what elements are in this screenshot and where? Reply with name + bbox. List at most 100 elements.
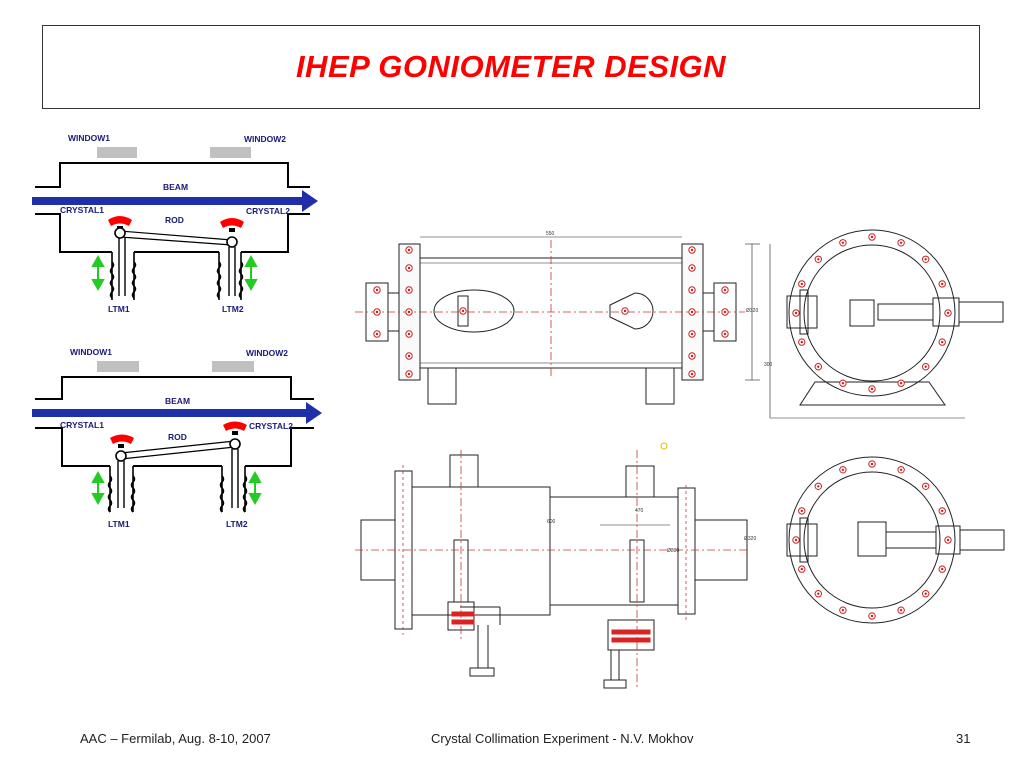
flange-bolt [868,612,876,620]
crystal2-icon [223,421,247,431]
crystal1-label: CRYSTAL1 [60,420,104,430]
beam-shaft [32,409,308,417]
dim-side-flange: Ø320 [746,308,758,314]
flange-bolt [897,606,905,614]
window2-plate [210,147,251,158]
window1-plate [97,147,137,158]
schematic-top: WINDOW1 WINDOW2 BEAM CRYSTAL1 CRYSTAL2 R… [32,133,318,314]
dim-side-length: 550 [546,231,555,237]
flange-bolt [798,338,806,346]
rod-line-a [120,440,236,454]
footer-center: Crystal Collimation Experiment - N.V. Mo… [431,731,694,746]
window1-plate [97,361,139,372]
flange-bolt [814,255,822,263]
ltm2-label: LTM2 [222,304,244,314]
rod-line-a [119,230,233,241]
pivot2 [226,236,238,248]
dim-top-length: 600 [547,519,556,525]
beam-label: BEAM [163,182,188,192]
crystal1-icon [110,434,134,444]
crystal2-label: CRYSTAL2 [249,421,293,431]
flange-bolt [938,565,946,573]
crystal1-label: CRYSTAL1 [60,205,104,215]
window1-label: WINDOW1 [70,347,112,357]
rod-label: ROD [165,215,184,225]
crystal1-holder [118,444,124,448]
beam-shaft [32,197,304,205]
flange-bolt [922,482,930,490]
crystal2-label: CRYSTAL2 [246,206,290,216]
flange-bolt [814,482,822,490]
flange-bolt [897,379,905,387]
ltm2-motion-arrow [248,470,262,506]
dim-top-dia: Ø300 [667,548,679,554]
flange-bolt [868,460,876,468]
page-title: IHEP GONIOMETER DESIGN [295,49,727,84]
flange-bolt [868,385,876,393]
schematic-bottom: WINDOW1 WINDOW2 BEAM CRYSTAL1 CRYSTAL2 R… [32,347,322,529]
ltm2-motion-arrow [244,254,258,292]
ltm1-motion-arrow [91,254,105,292]
dim-top-offset: 470 [635,508,644,514]
flange-bolt [868,233,876,241]
flange-bolt [839,466,847,474]
drawing-top-red-elements [451,611,651,643]
drawing-top-centerlines [355,450,750,690]
flange-bolt [944,536,952,544]
flange-bolt [897,466,905,474]
crystal2-icon [220,218,244,228]
chamber-bottom-wall-right [245,427,314,467]
flange-bolt [792,309,800,317]
ltm1-label: LTM1 [108,519,130,529]
title-box: IHEP GONIOMETER DESIGN [42,25,980,109]
rod-line-b [119,236,233,246]
footer-left: AAC – Fermilab, Aug. 8-10, 2007 [80,731,271,746]
chamber-top-wall [35,162,310,188]
flange-bolt [839,239,847,247]
ltm1-label: LTM1 [108,304,130,314]
drawing-end-view-top [770,229,1004,419]
crystal1-icon [108,216,132,226]
footer-page-number: 31 [956,731,971,746]
chamber-bottom-wall-right [241,213,310,253]
pivot2 [229,438,241,450]
rod-line-b [120,446,236,460]
flange-bolt [922,363,930,371]
window1-label: WINDOW1 [68,133,110,143]
flange-bolt [798,507,806,515]
pivot1 [115,450,127,462]
drawing-side-view [365,236,771,418]
chamber-top-wall [35,376,314,400]
crystal2-holder [229,228,235,232]
window2-label: WINDOW2 [244,134,286,144]
beam-label: BEAM [165,396,190,406]
window2-plate [212,361,254,372]
chamber-bottom-wall [35,213,112,253]
rod-label: ROD [168,432,187,442]
flange-bolt [839,379,847,387]
pivot1 [114,227,126,239]
dim-end-flange: Ø320 [744,536,756,542]
drawing-top-view [360,454,748,689]
flange-bolt [792,536,800,544]
chamber-bottom-wall [35,427,110,467]
ltm2-label: LTM2 [226,519,248,529]
drawing-side-centerlines [355,240,745,378]
beam-arrowhead [306,402,322,424]
ltm1-motion-arrow [91,470,105,506]
dim-side-height: 300 [764,362,773,368]
flange-bolt [938,280,946,288]
beam-arrowhead [302,190,318,212]
window2-label: WINDOW2 [246,348,288,358]
flange-bolt [938,338,946,346]
flange-bolt [839,606,847,614]
flange-bolt [814,590,822,598]
flange-bolt [944,309,952,317]
flange-bolt [897,239,905,247]
flange-bolt [798,280,806,288]
drawing-end-view-bottom [786,456,1005,624]
small-marker [660,442,668,450]
flange-bolt [938,507,946,515]
flange-bolt [922,255,930,263]
